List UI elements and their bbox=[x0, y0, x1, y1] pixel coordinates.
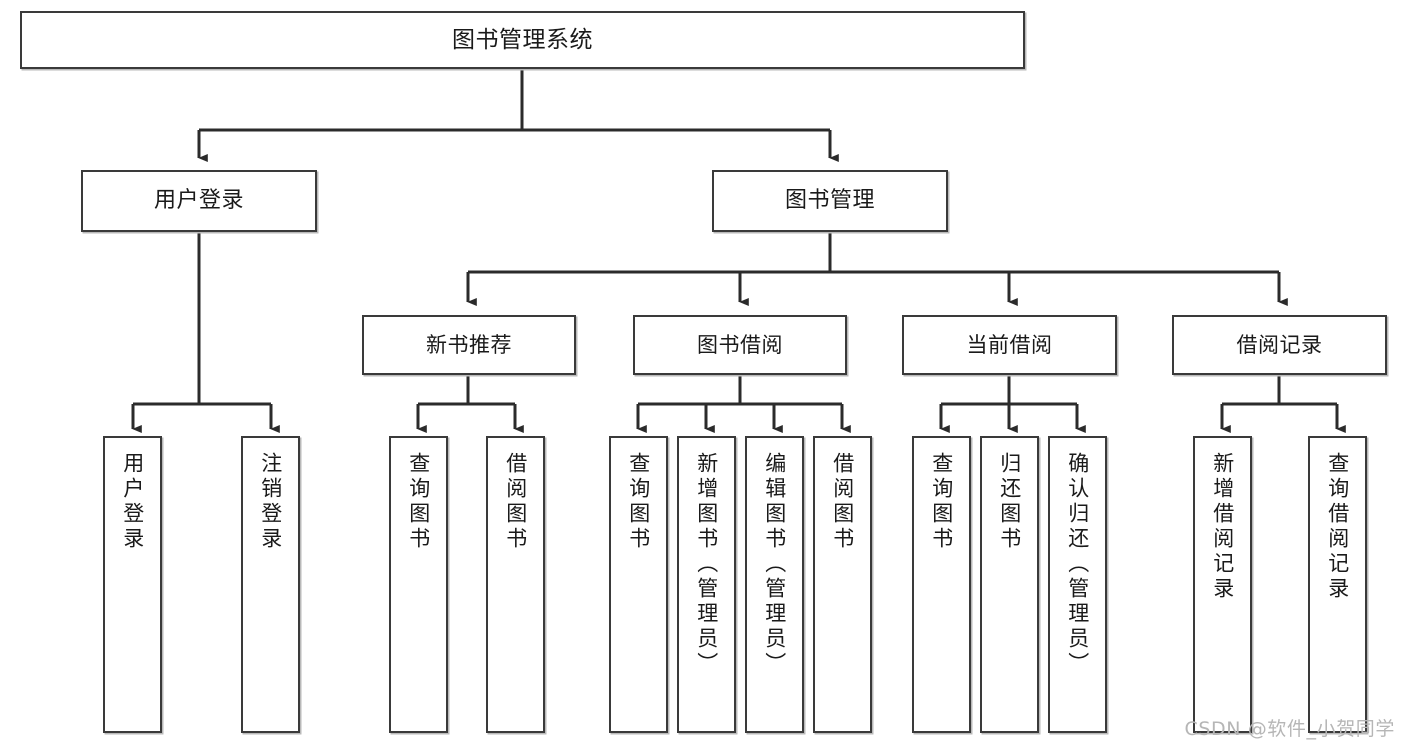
node-leaf-add-book[interactable]: 新增图书（管理员） bbox=[677, 436, 736, 733]
node-leaf-query-book-3-label: 查询图书 bbox=[929, 452, 954, 552]
node-leaf-add-book-label: 新增图书（管理员） bbox=[694, 452, 719, 677]
node-book-borrow-label: 图书借阅 bbox=[697, 332, 783, 357]
node-root[interactable]: 图书管理系统 bbox=[20, 11, 1025, 69]
node-book-borrow[interactable]: 图书借阅 bbox=[633, 315, 847, 375]
node-user-login-label: 用户登录 bbox=[153, 188, 244, 214]
node-leaf-query-book-2[interactable]: 查询图书 bbox=[609, 436, 668, 733]
node-borrow-record[interactable]: 借阅记录 bbox=[1172, 315, 1387, 375]
csdn-watermark: CSDN @软件_小贺同学 bbox=[1184, 718, 1395, 740]
node-leaf-borrow-book-1[interactable]: 借阅图书 bbox=[486, 436, 545, 733]
node-new-book-recommend-label: 新书推荐 bbox=[426, 332, 512, 357]
node-leaf-query-record-label: 查询借阅记录 bbox=[1325, 452, 1350, 602]
node-leaf-confirm-return[interactable]: 确认归还（管理员） bbox=[1048, 436, 1107, 733]
node-leaf-borrow-book-2-label: 借阅图书 bbox=[830, 452, 855, 552]
node-leaf-query-book-1-label: 查询图书 bbox=[406, 452, 431, 552]
node-book-manage[interactable]: 图书管理 bbox=[712, 170, 948, 232]
node-current-borrow-label: 当前借阅 bbox=[966, 332, 1053, 357]
node-leaf-borrow-book-1-label: 借阅图书 bbox=[503, 452, 528, 552]
node-leaf-edit-book-label: 编辑图书（管理员） bbox=[762, 452, 787, 677]
node-leaf-return-book-label: 归还图书 bbox=[997, 452, 1022, 552]
node-leaf-edit-book[interactable]: 编辑图书（管理员） bbox=[745, 436, 804, 733]
node-leaf-add-record[interactable]: 新增借阅记录 bbox=[1193, 436, 1252, 733]
node-leaf-user-login-label: 用户登录 bbox=[120, 452, 145, 552]
node-leaf-query-record[interactable]: 查询借阅记录 bbox=[1308, 436, 1367, 733]
node-leaf-query-book-3[interactable]: 查询图书 bbox=[912, 436, 971, 733]
node-leaf-return-book[interactable]: 归还图书 bbox=[980, 436, 1039, 733]
node-book-manage-label: 图书管理 bbox=[784, 188, 875, 214]
node-leaf-query-book-2-label: 查询图书 bbox=[626, 452, 651, 552]
node-leaf-user-login[interactable]: 用户登录 bbox=[103, 436, 162, 733]
node-leaf-logout-login-label: 注销登录 bbox=[258, 452, 283, 552]
node-leaf-query-book-1[interactable]: 查询图书 bbox=[389, 436, 448, 733]
node-leaf-logout-login[interactable]: 注销登录 bbox=[241, 436, 300, 733]
node-borrow-record-label: 借阅记录 bbox=[1236, 332, 1323, 357]
node-root-label: 图书管理系统 bbox=[452, 26, 593, 53]
node-user-login[interactable]: 用户登录 bbox=[81, 170, 317, 232]
node-leaf-confirm-return-label: 确认归还（管理员） bbox=[1065, 452, 1090, 677]
node-leaf-borrow-book-2[interactable]: 借阅图书 bbox=[813, 436, 872, 733]
node-current-borrow[interactable]: 当前借阅 bbox=[902, 315, 1117, 375]
node-new-book-recommend[interactable]: 新书推荐 bbox=[362, 315, 576, 375]
node-leaf-add-record-label: 新增借阅记录 bbox=[1210, 452, 1235, 602]
